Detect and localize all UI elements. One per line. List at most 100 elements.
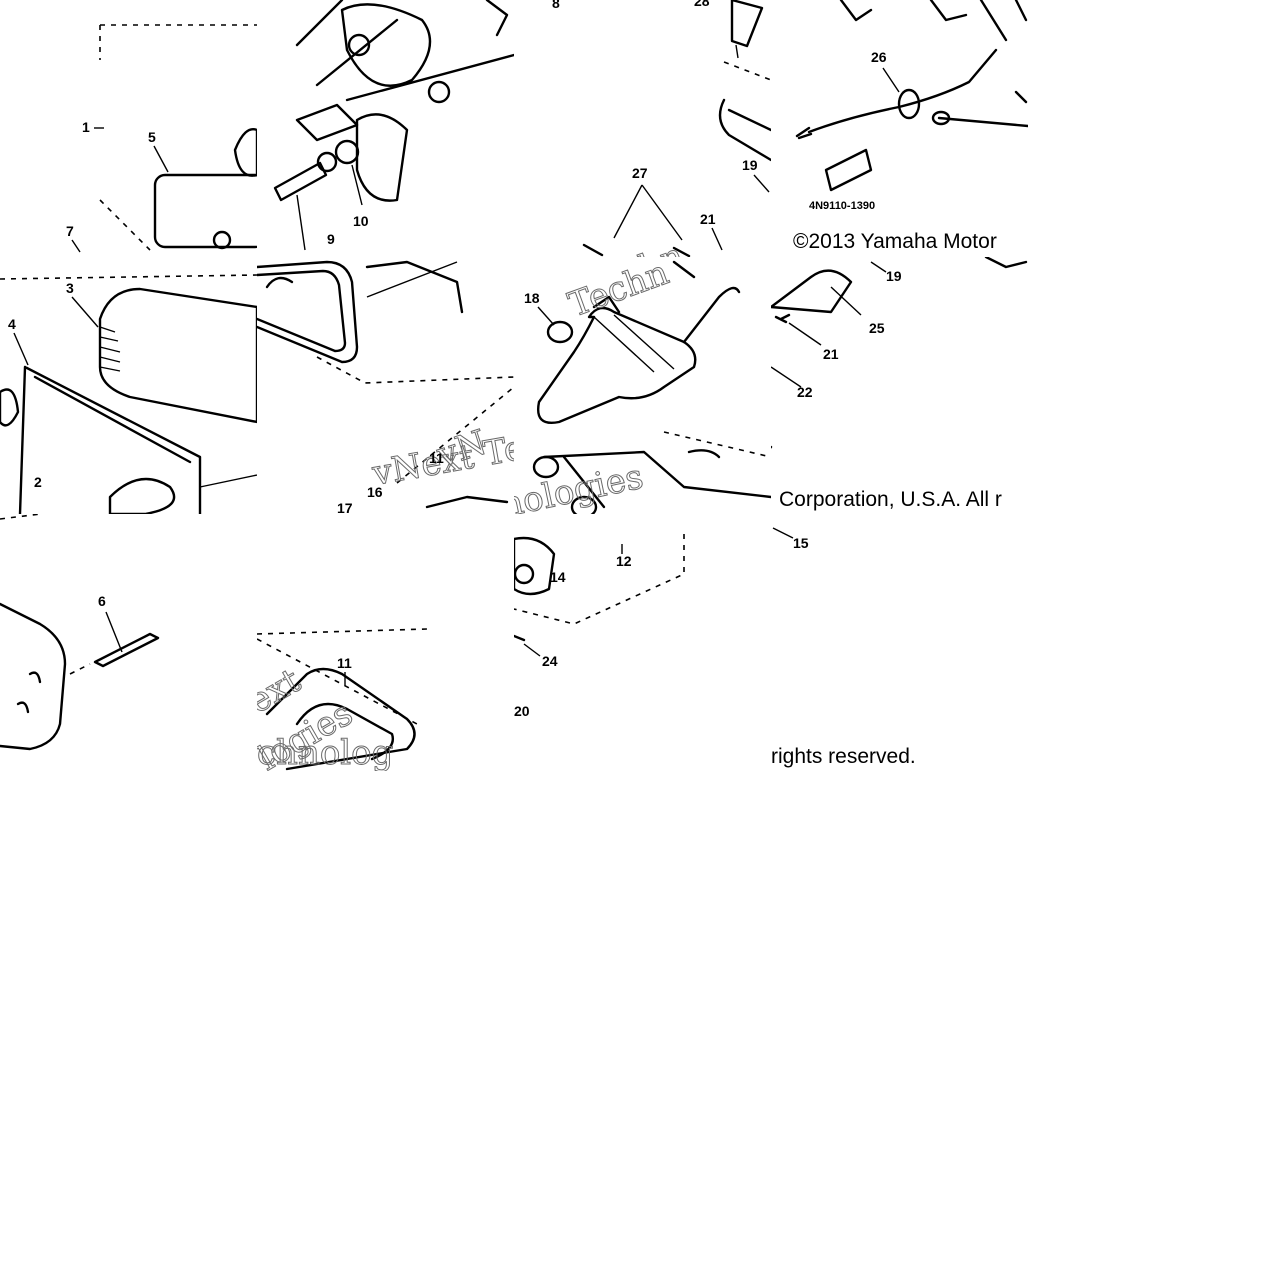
callout-21b: 21	[823, 346, 839, 362]
callout-15: 15	[793, 535, 809, 551]
diagram-tile-harness: 26 4N9110-1390 ©2013 Yamaha Motor	[771, 0, 1028, 257]
license-frame	[257, 260, 359, 364]
watermark-techn: Techn	[578, 236, 688, 257]
pivot-block	[514, 536, 556, 596]
pin-drawing: 8 28 19 27 21 Techn	[552, 0, 771, 257]
frame-inner	[257, 269, 347, 353]
wire-ends	[795, 126, 813, 140]
footer-drawing: 15	[772, 527, 809, 551]
housing-marks	[16, 671, 42, 714]
watermark-chnolog: chnolog	[257, 733, 393, 771]
harness-top-connectors	[839, 0, 1028, 42]
callout-2: 2	[34, 474, 42, 490]
callout-6: 6	[98, 593, 106, 609]
bolt-24	[514, 634, 526, 642]
watermark-ext: ext	[257, 661, 308, 722]
lower-plate-drawing: 11 ext logies chnolog	[257, 628, 428, 771]
copyright-line-3: rights reserved.	[771, 745, 916, 768]
washer	[687, 449, 721, 459]
mount-plate	[340, 3, 432, 87]
bracket-top-drawing: 9 10	[273, 0, 514, 251]
callout-12: 12	[616, 553, 632, 569]
screw-6	[93, 632, 160, 668]
callout-26: 26	[871, 49, 887, 65]
callout-21: 21	[700, 211, 716, 227]
drawing-number: 4N9110-1390	[809, 200, 875, 212]
connector-top	[485, 0, 509, 37]
wire-23	[365, 260, 464, 314]
grommet-18	[546, 320, 574, 344]
callout-28: 28	[694, 0, 710, 9]
copyright-line-1: ©2013 Yamaha Motor	[793, 230, 997, 253]
frame-corner	[984, 257, 1028, 269]
bulb-2	[108, 477, 176, 514]
callout-22: 22	[797, 384, 813, 400]
pivot-drawing: 14 12 24 20	[514, 534, 685, 719]
socket-shape	[212, 230, 232, 250]
diagram-tile-main-bracket: 18 Techn nologies	[514, 257, 771, 514]
diagram-tile-lower-plate: 11 ext logies chnolog	[257, 514, 514, 771]
diagram-tile-pivot: 14 12 24 20	[514, 514, 771, 771]
cover-25	[771, 269, 853, 314]
callout-7: 7	[66, 223, 74, 239]
taillight-drawing: 3 4 2	[0, 274, 257, 514]
plate-11	[265, 667, 416, 771]
side-wire	[937, 90, 1028, 128]
callout-10: 10	[353, 213, 369, 229]
callout-17: 17	[337, 500, 353, 514]
lower-bracket	[425, 495, 509, 509]
callout-23: 23	[439, 257, 455, 260]
gasket-4	[18, 365, 202, 514]
diagram-tile-frame: 23 vNext Te vN 11 16 17	[257, 257, 514, 514]
bulb-left	[0, 388, 20, 427]
pin-28	[730, 0, 764, 48]
gasket-outline	[153, 173, 257, 249]
screw-21	[774, 313, 791, 324]
callout-1: 1	[82, 119, 90, 135]
callout-14: 14	[550, 569, 566, 585]
frame-drawing: 23 vNext Te vN 11 16 17	[257, 257, 514, 514]
copyright-line-2: Corporation, U.S.A. All r	[779, 488, 1002, 511]
shaft	[562, 455, 606, 509]
harness-drawing: 26 4N9110-1390	[795, 0, 1028, 212]
callout-19b: 19	[886, 268, 902, 284]
diagram-tile-lens-top: 1 5 7	[0, 0, 257, 257]
bolt-21	[682, 286, 741, 344]
diagram-tile-taillight: 3 4 2	[0, 257, 257, 514]
screws-drawing: 19 25 21 22	[771, 257, 1028, 449]
lens-texture	[99, 326, 121, 372]
plate-bracket	[355, 113, 409, 202]
diagram-tile-body: 6	[0, 514, 257, 771]
diagram-tile-pin: 8 28 19 27 21 Techn	[514, 0, 771, 257]
callout-20: 20	[514, 703, 530, 719]
callout-11: 11	[429, 450, 444, 466]
diagram-tile-bracket-top: 9 10	[257, 0, 514, 257]
housing-body	[0, 602, 67, 751]
bolt-9	[273, 161, 328, 202]
bracket-body	[537, 306, 697, 424]
connector-block	[295, 103, 359, 142]
callout-5: 5	[148, 129, 156, 145]
diagram-tile-footer: 15 rights reserved.	[771, 514, 1028, 771]
lower-rail	[542, 450, 771, 499]
body-drawing: 6	[0, 514, 160, 751]
fender-lines	[295, 0, 514, 102]
callout-24: 24	[542, 653, 558, 669]
bracket-inner	[593, 314, 675, 373]
nuts-27	[592, 260, 696, 314]
callout-8: 8	[552, 0, 560, 11]
callout-11b: 11	[337, 655, 352, 671]
frame-clip	[265, 276, 294, 289]
slot-bracket	[718, 98, 771, 162]
lens-top-drawing: 1 5 7	[66, 24, 257, 253]
main-bracket-drawing: 18 Techn nologies	[514, 257, 771, 514]
callout-3: 3	[66, 280, 74, 296]
bulb-shape	[233, 128, 257, 177]
callout-27: 27	[632, 165, 648, 181]
grommet	[897, 88, 921, 120]
screw-heads	[582, 243, 691, 257]
label-plate	[824, 148, 873, 192]
lens-3	[98, 287, 257, 424]
callout-4: 4	[8, 316, 16, 332]
